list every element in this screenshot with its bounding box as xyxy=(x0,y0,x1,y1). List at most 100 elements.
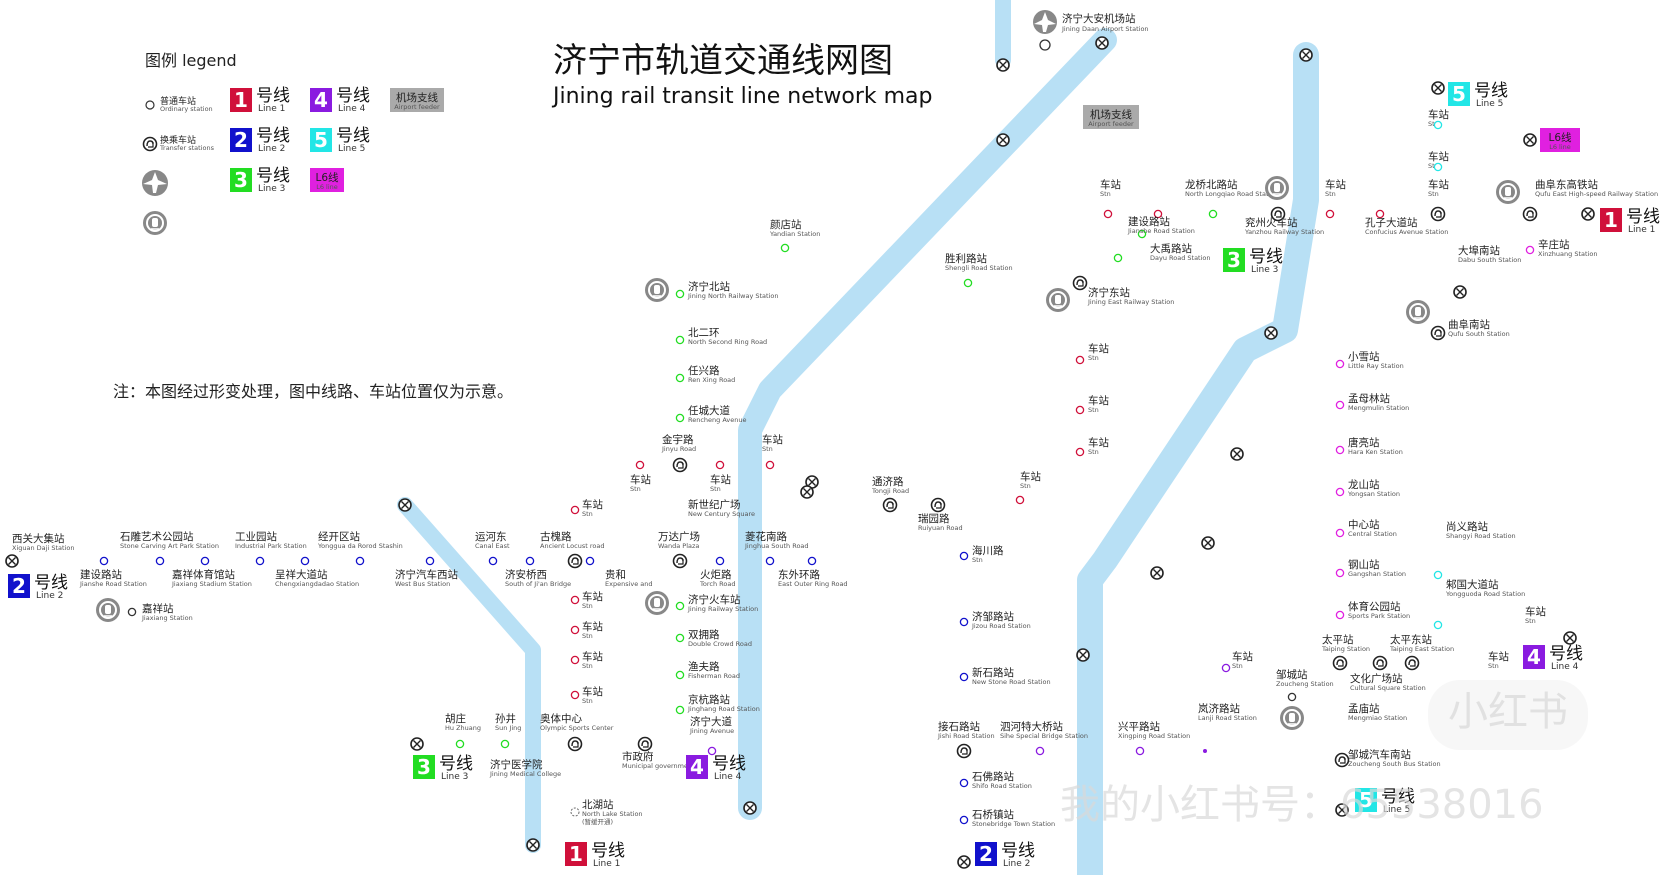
river-marker[interactable] xyxy=(398,498,412,512)
station-dot[interactable] xyxy=(675,335,685,345)
station-dot[interactable] xyxy=(1525,245,1535,255)
station-dot[interactable] xyxy=(127,607,137,617)
transfer-wanda[interactable] xyxy=(672,553,688,569)
station-dot[interactable] xyxy=(765,556,775,566)
station-dot[interactable] xyxy=(488,556,498,566)
station-dot[interactable] xyxy=(715,556,725,566)
terminus-l6-north[interactable] xyxy=(1523,133,1537,147)
transfer-jieshi[interactable] xyxy=(956,743,972,759)
transfer-ruiyuan[interactable] xyxy=(930,497,946,513)
station-dot[interactable] xyxy=(155,556,165,566)
station-dot[interactable] xyxy=(1433,620,1443,630)
station-dot[interactable] xyxy=(585,556,595,566)
station-dot[interactable] xyxy=(707,746,717,756)
station-dot[interactable] xyxy=(1335,445,1345,455)
station-dot[interactable] xyxy=(1335,487,1345,497)
station-dot[interactable] xyxy=(1208,209,1218,219)
river-marker[interactable] xyxy=(1150,566,1164,580)
station-dot[interactable] xyxy=(355,556,365,566)
station-dot[interactable] xyxy=(1335,528,1345,538)
transfer-yanzhou[interactable] xyxy=(1270,206,1286,222)
station-dot[interactable] xyxy=(570,655,580,665)
station-dot[interactable] xyxy=(675,413,685,423)
station-dot[interactable] xyxy=(1335,568,1345,578)
river-marker[interactable] xyxy=(526,838,540,852)
station-dot[interactable] xyxy=(1075,355,1085,365)
station-dot[interactable] xyxy=(1075,405,1085,415)
terminus-airport[interactable] xyxy=(1095,36,1109,50)
station-dot[interactable] xyxy=(675,373,685,383)
station-dot[interactable] xyxy=(1433,570,1443,580)
transfer-aoti[interactable] xyxy=(567,736,583,752)
transfer-tongji[interactable] xyxy=(882,497,898,513)
station-dot[interactable] xyxy=(959,617,969,627)
transfer-zoucheng-bus[interactable] xyxy=(1334,752,1350,768)
transfer-guhuai[interactable] xyxy=(567,553,583,569)
terminus-line5-south[interactable] xyxy=(1335,803,1349,817)
river-marker[interactable] xyxy=(1201,536,1215,550)
river-marker[interactable] xyxy=(1076,648,1090,662)
station-dot[interactable] xyxy=(500,739,510,749)
station-dot[interactable] xyxy=(1433,120,1443,130)
station-dot[interactable] xyxy=(675,670,685,680)
station-dot[interactable] xyxy=(1135,746,1145,756)
station-dot[interactable] xyxy=(1335,400,1345,410)
station-dot[interactable] xyxy=(675,601,685,611)
terminus-line4-east[interactable] xyxy=(1563,631,1577,645)
station-dot[interactable] xyxy=(675,705,685,715)
terminus-xiguan[interactable] xyxy=(5,554,19,568)
station-dot[interactable] xyxy=(570,625,580,635)
station-dot[interactable] xyxy=(1287,692,1297,702)
station-dot[interactable] xyxy=(635,460,645,470)
river-marker[interactable] xyxy=(1264,326,1278,340)
airport-station-dot[interactable] xyxy=(1039,39,1051,51)
river-marker[interactable] xyxy=(996,58,1010,72)
station-dot[interactable] xyxy=(525,556,535,566)
station-dot[interactable] xyxy=(959,551,969,561)
station-dot[interactable] xyxy=(959,815,969,825)
river-marker[interactable] xyxy=(1230,447,1244,461)
station-dot[interactable] xyxy=(807,556,817,566)
beihu-station-dot[interactable] xyxy=(570,807,580,817)
station-dot[interactable] xyxy=(959,672,969,682)
transfer-jining-east[interactable] xyxy=(1072,275,1088,291)
station-dot[interactable] xyxy=(765,460,775,470)
station-dot[interactable] xyxy=(780,243,790,253)
terminus-line1-east[interactable] xyxy=(1581,207,1595,221)
station-dot[interactable] xyxy=(1221,663,1231,673)
terminus-line2-south[interactable] xyxy=(957,855,971,869)
station-dot[interactable] xyxy=(1375,209,1385,219)
station-dot[interactable] xyxy=(300,556,310,566)
station-dot[interactable] xyxy=(425,556,435,566)
river-marker[interactable] xyxy=(996,133,1010,147)
station-dot[interactable] xyxy=(99,556,109,566)
station-dot[interactable] xyxy=(570,505,580,515)
transfer-qufu-east[interactable] xyxy=(1522,206,1538,222)
transfer-qufu-south[interactable] xyxy=(1430,325,1446,341)
station-line1-junction[interactable] xyxy=(800,485,814,499)
station-dot[interactable] xyxy=(1075,447,1085,457)
transfer-dabu[interactable] xyxy=(1453,285,1467,299)
station-dot[interactable] xyxy=(200,556,210,566)
station-dot[interactable] xyxy=(1325,209,1335,219)
transfer-taiping-east[interactable] xyxy=(1372,655,1388,671)
station-dot[interactable] xyxy=(675,289,685,299)
station-dot[interactable] xyxy=(455,739,465,749)
station-dot[interactable] xyxy=(1335,610,1345,620)
river-marker[interactable] xyxy=(1299,48,1313,62)
station-dot[interactable] xyxy=(959,778,969,788)
station-dot[interactable] xyxy=(715,460,725,470)
station-dot[interactable] xyxy=(255,556,265,566)
legend-transfer-icon[interactable] xyxy=(142,136,158,152)
transfer-jinyu[interactable] xyxy=(672,457,688,473)
station-dot[interactable] xyxy=(1335,359,1345,369)
station-dot[interactable] xyxy=(963,278,973,288)
station-dot[interactable] xyxy=(1137,229,1147,239)
transfer-shizhengfu[interactable] xyxy=(637,736,653,752)
station-dot[interactable] xyxy=(1113,253,1123,263)
river-marker[interactable] xyxy=(743,801,757,815)
station-dot[interactable] xyxy=(570,690,580,700)
transfer-qufu-east-l5[interactable] xyxy=(1430,206,1446,222)
terminus-huzhuang[interactable] xyxy=(410,737,424,751)
station-dot[interactable] xyxy=(1035,746,1045,756)
